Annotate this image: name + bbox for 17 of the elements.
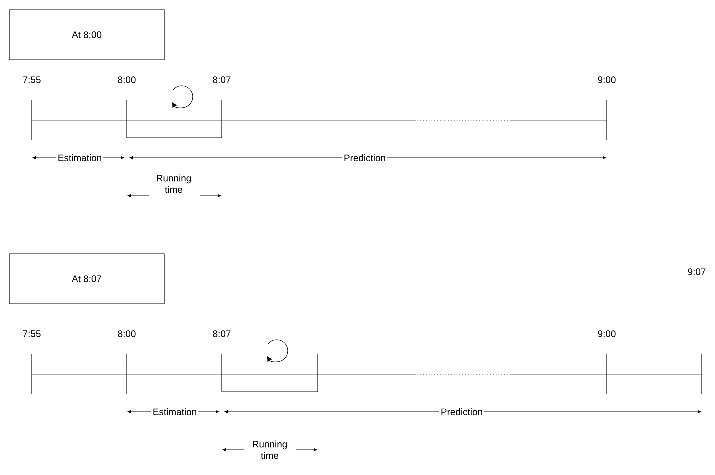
time-label: 9:00	[596, 75, 618, 85]
span-label: Running time	[244, 439, 296, 461]
time-label: 9:00	[596, 329, 618, 339]
time-label: 7:55	[21, 329, 43, 339]
span-label: Running time	[148, 173, 200, 195]
span-label: Estimation	[151, 407, 199, 417]
time-label: 8:07	[211, 75, 233, 85]
time-label: 9:07	[686, 267, 708, 277]
label-box: At 8:00	[9, 10, 165, 60]
label-box: At 8:07	[9, 254, 165, 304]
span-label: Prediction	[342, 153, 388, 163]
span-label: Estimation	[56, 153, 104, 163]
time-label: 8:07	[211, 329, 233, 339]
time-label: 8:00	[116, 75, 138, 85]
span-label: Prediction	[439, 407, 485, 417]
time-label: 7:55	[21, 75, 43, 85]
time-label: 8:00	[116, 329, 138, 339]
